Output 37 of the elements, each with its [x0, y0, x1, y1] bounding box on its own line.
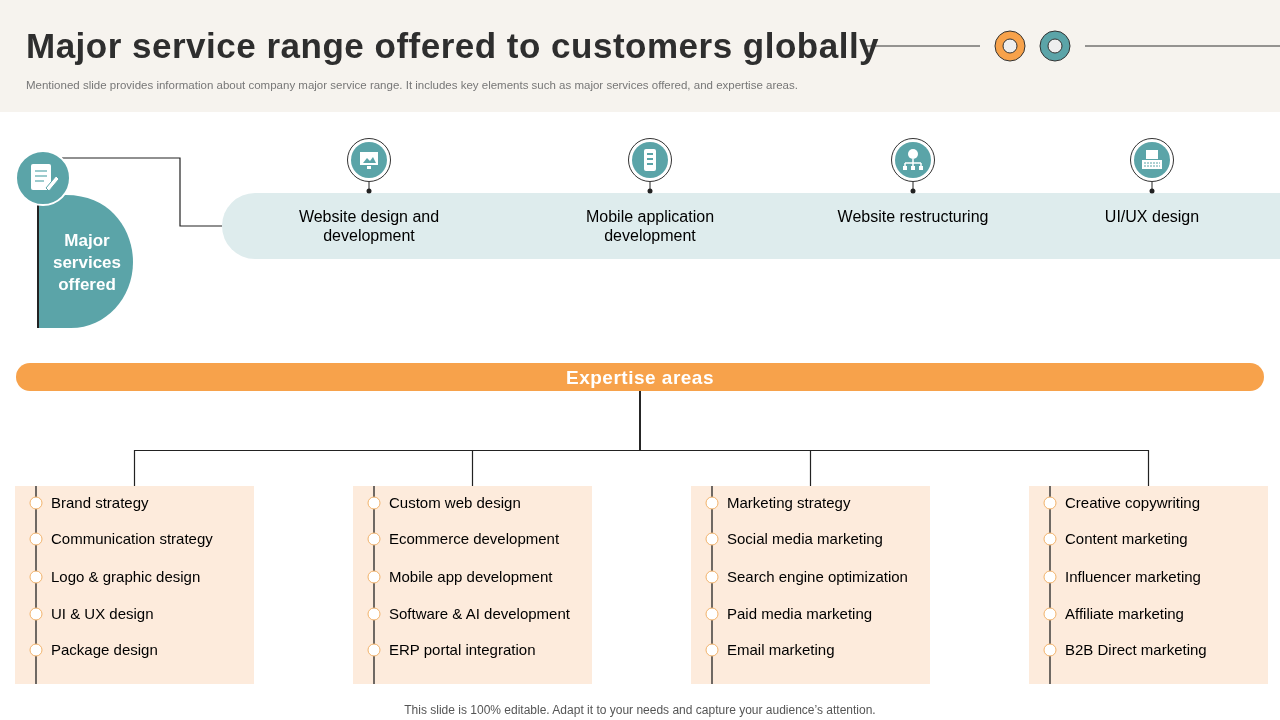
list-item-text: Creative copywriting — [1065, 494, 1201, 511]
list-item-text: Software & AI development — [389, 605, 570, 622]
node-title: Major services offered — [51, 230, 123, 296]
list-item-text: Mobile app development — [389, 568, 553, 585]
list-item-text: UI & UX design — [51, 605, 154, 622]
list-item-text: Content marketing — [1065, 530, 1188, 547]
service-band — [222, 193, 1280, 259]
service-label: Website design and development — [297, 207, 441, 245]
list-item-text: Logo & graphic design — [51, 568, 201, 585]
service-label: Mobile application development — [584, 207, 716, 245]
list-item-text: ERP portal integration — [389, 641, 536, 658]
list-item-text: Influencer marketing — [1065, 568, 1201, 585]
service-label: Website restructuring — [836, 207, 990, 226]
list-item-text: Communication strategy — [51, 530, 213, 547]
list-card — [1029, 486, 1268, 684]
list-item-text: Affiliate marketing — [1065, 605, 1184, 622]
footer-note: This slide is 100% editable. Adapt it to your needs and capture your audience’s attention. — [403, 703, 877, 717]
list-card — [353, 486, 592, 684]
connector-line — [61, 157, 223, 227]
list-item-text: Ecommerce development — [389, 530, 560, 547]
slide-title: Major service range offered to customers globally — [26, 26, 880, 66]
list-item-text: Search engine optimization — [727, 568, 908, 585]
list-item-text: Custom web design — [389, 494, 521, 511]
list-card — [15, 486, 254, 684]
list-item-text: Email marketing — [727, 641, 835, 658]
list-item-text: Brand strategy — [51, 494, 149, 511]
list-item-text: Marketing strategy — [727, 494, 851, 511]
connector-line — [639, 390, 1150, 487]
list-item-text: Package design — [51, 641, 158, 658]
service-label: UI/UX design — [1103, 207, 1201, 226]
bar-title: Expertise areas — [565, 367, 715, 389]
list-item-text: Paid media marketing — [727, 605, 873, 622]
list-item-text: B2B Direct marketing — [1065, 641, 1207, 658]
list-item-text: Social media marketing — [727, 530, 883, 547]
heading-bar — [16, 363, 1264, 391]
list-card — [691, 486, 930, 684]
subtitle-text: Mentioned slide provides information about company major service range. It includes key elements such as major services offered, and expertise areas. — [26, 79, 798, 91]
